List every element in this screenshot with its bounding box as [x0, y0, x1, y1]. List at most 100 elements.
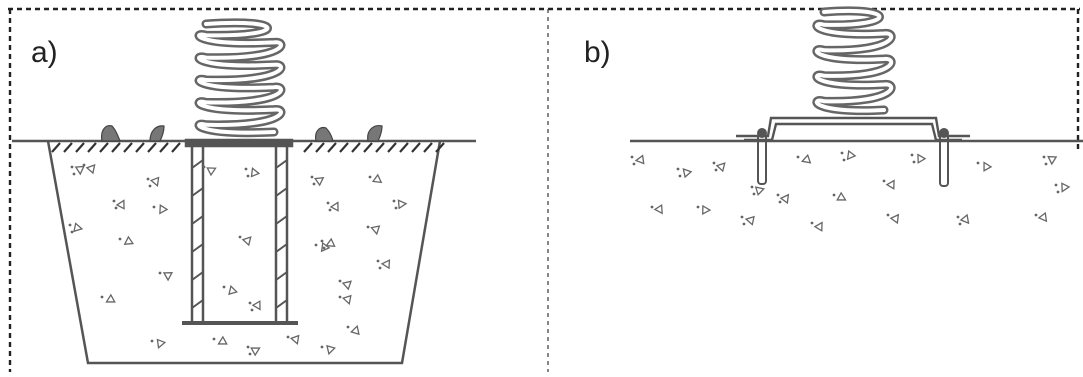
- aggregate-particle: [836, 191, 847, 201]
- aggregate-particle: [149, 176, 160, 187]
- hatch-mark: [51, 142, 61, 153]
- aggregate-particle: [754, 186, 766, 197]
- panel-b: [630, 6, 1083, 232]
- aggregate-dot: [238, 235, 242, 239]
- hatch-mark: [375, 142, 385, 153]
- aggregate-dot: [310, 175, 314, 179]
- bolt-right-head: [939, 128, 949, 138]
- aggregate-dot: [70, 230, 74, 234]
- aggregate-particle: [85, 163, 96, 175]
- aggregate-particle: [682, 167, 693, 179]
- aggregate-particle: [885, 179, 895, 190]
- aggregate-dot: [320, 239, 324, 243]
- aggregate-dot: [778, 200, 782, 204]
- aggregate-particle: [653, 203, 663, 215]
- aggregate-particle: [744, 215, 755, 226]
- aggregate-dot: [378, 266, 382, 270]
- aggregate-particle: [1037, 211, 1048, 223]
- plate-inner: [744, 122, 962, 142]
- panel-label-a: a): [31, 36, 58, 69]
- spring-coil-inner: [197, 20, 283, 135]
- aggregate-particle: [250, 347, 261, 357]
- aggregate-dot: [376, 259, 380, 263]
- aggregate-dot: [796, 155, 800, 159]
- aggregate-particle: [813, 221, 823, 232]
- dashed-frame: [8, 7, 1080, 372]
- aggregate-dot: [314, 243, 318, 247]
- hatch-mark: [435, 142, 445, 153]
- aggregate-particle: [250, 167, 261, 178]
- aggregate-particle: [325, 237, 336, 247]
- hatch-mark: [327, 142, 337, 153]
- hatch-mark: [411, 142, 421, 153]
- aggregate-dot: [338, 295, 342, 299]
- aggregate-dot: [148, 184, 152, 188]
- aggregate-particle: [380, 259, 391, 270]
- hatch-mark: [423, 142, 433, 153]
- pile-cap: [184, 138, 294, 148]
- aggregate-dot: [912, 160, 916, 164]
- coil-spring-icon: [194, 18, 286, 138]
- aggregate-dot: [976, 161, 980, 165]
- plant-2: [149, 125, 165, 142]
- aggregate-particle: [846, 149, 857, 161]
- pile-icon: [182, 138, 298, 325]
- aggregate-particle: [349, 324, 360, 336]
- aggregate-dot: [338, 279, 342, 283]
- hatch-mark: [315, 142, 325, 153]
- aggregate-dot: [1044, 162, 1048, 166]
- bolt-left-head: [757, 128, 767, 138]
- aggregate-dot: [882, 179, 886, 183]
- aggregate-dot: [712, 161, 716, 165]
- aggregate-dot: [886, 213, 890, 217]
- hatch-mark: [63, 142, 73, 153]
- aggregate-dot: [1042, 155, 1046, 159]
- aggregate-dot: [676, 167, 680, 171]
- aggregate-dot: [100, 295, 104, 299]
- aggregate-dot: [320, 345, 324, 349]
- aggregate-dot: [326, 201, 330, 205]
- aggregate-particle: [241, 236, 252, 247]
- aggregate-particle: [251, 300, 261, 311]
- anchor-bolt-icon: [757, 128, 949, 187]
- hatch-mark: [363, 142, 373, 153]
- hatch-mark: [135, 142, 145, 153]
- aggregate-dot: [328, 208, 332, 212]
- hatch-mark: [123, 142, 133, 153]
- aggregate-dot: [650, 205, 654, 209]
- base-plate-icon: [736, 116, 970, 142]
- pile-hatch-mark: [275, 159, 288, 169]
- hatch-mark: [75, 142, 85, 153]
- aggregate-particle: [715, 162, 726, 173]
- aggregate-dot: [1054, 183, 1058, 187]
- aggregate-dot: [394, 206, 398, 210]
- plant-4: [367, 125, 383, 142]
- aggregate-particle: [779, 193, 790, 205]
- aggregate-particle: [702, 204, 712, 216]
- aggregate-dot: [678, 174, 682, 178]
- pile-hatch-mark: [191, 159, 204, 169]
- plant-icon: [101, 125, 383, 142]
- aggregate-dot: [392, 199, 396, 203]
- aggregate-particle: [634, 154, 645, 165]
- pile-hatch-mark: [275, 215, 288, 225]
- aggregate-dot: [286, 335, 290, 339]
- aggregate-dot: [222, 285, 226, 289]
- aggregate-dot: [212, 337, 216, 341]
- aggregate-dot: [368, 175, 372, 179]
- aggregate-particle: [370, 225, 381, 236]
- aggregate-dot: [112, 199, 116, 203]
- aggregate-particle: [159, 204, 169, 215]
- aggregate-dot: [696, 205, 700, 209]
- pile-hatch-mark: [191, 187, 204, 197]
- aggregate-dot: [750, 185, 754, 189]
- pile-hatch-mark: [191, 243, 204, 253]
- spring-coil-inner: [814, 8, 894, 113]
- hatch-mark: [387, 142, 397, 153]
- pile-hatch-mark: [275, 271, 288, 281]
- hatch-mark: [399, 142, 409, 153]
- aggregate-particle: [313, 176, 325, 187]
- aggregate-dot: [248, 352, 252, 356]
- aggregate-dot: [1056, 190, 1060, 194]
